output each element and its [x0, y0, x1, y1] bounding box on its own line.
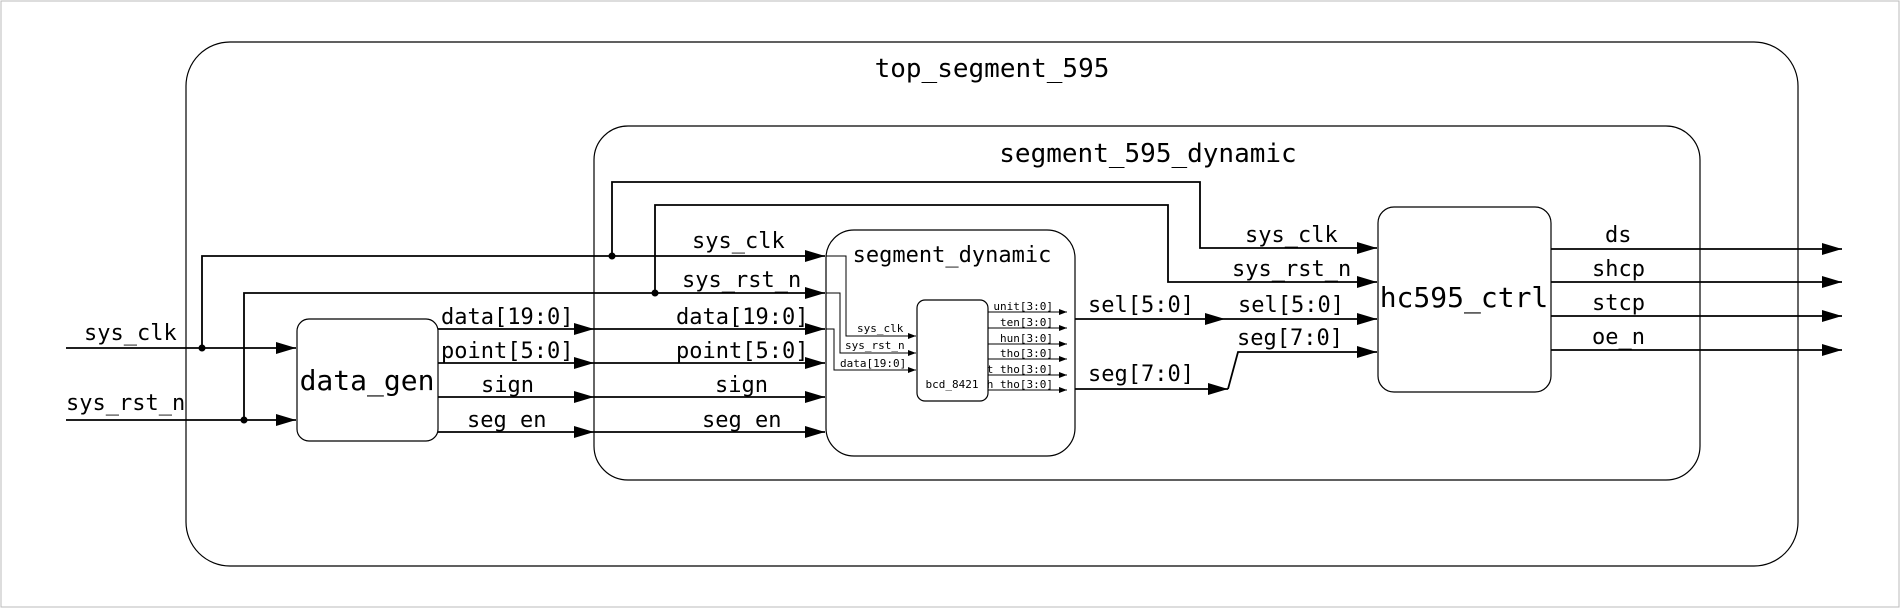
module-dynamic-label: segment_595_dynamic — [999, 139, 1296, 169]
wire-bcd-sys-rst-n — [826, 292, 916, 356]
data-gen-sign-label: sign — [481, 373, 534, 398]
seg-dynamic-sel-label: sel[5:0] — [1088, 293, 1194, 318]
wire-sys-clk-to-hc595 — [611, 181, 1377, 256]
seg-dynamic-point-label: point[5:0] — [676, 339, 808, 364]
input-sys-rst-n-label: sys_rst_n — [66, 391, 185, 416]
module-data-gen — [296, 318, 439, 442]
output-stcp-label: stcp — [1592, 291, 1645, 316]
wire-sys-rst-n-to-seg-dynamic — [243, 287, 825, 420]
bcd-out-h-tho: h_tho[3:0] — [987, 378, 1053, 391]
module-hc595-label: hc595_ctrl — [1380, 281, 1549, 315]
seg-dynamic-seg-en-label: seg_en — [702, 408, 781, 433]
data-gen-data-label: data[19:0] — [441, 305, 573, 330]
module-top-label: top_segment_595 — [875, 54, 1110, 84]
module-bcd-8421 — [916, 299, 989, 402]
bcd-outputs: unit[3:0] ten[3:0] hun[3:0] tho[3:0] t_t… — [987, 300, 1067, 393]
bcd-sys-rst-n-label: sys_rst_n — [845, 339, 905, 352]
input-sys-clk-label: sys_clk — [84, 321, 177, 346]
bcd-out-tho: tho[3:0] — [1000, 347, 1053, 360]
bcd-out-unit: unit[3:0] — [993, 300, 1053, 313]
hc595-sys-rst-n-label: sys_rst_n — [1232, 257, 1351, 282]
bcd-out-t-tho: t_tho[3:0] — [987, 363, 1053, 376]
seg-dynamic-data-label: data[19:0] — [676, 305, 808, 330]
hc595-seg-label: seg[7:0] — [1237, 326, 1343, 351]
output-ds-label: ds — [1605, 223, 1632, 248]
seg-dynamic-sys-clk-label: sys_clk — [692, 229, 785, 254]
output-oe-n-label: oe_n — [1592, 325, 1645, 350]
seg-dynamic-seg-label: seg[7:0] — [1088, 362, 1194, 387]
bcd-data-label: data[19:0] — [840, 357, 906, 370]
wire-bcd-data — [826, 328, 916, 373]
hc595-sel-label: sel[5:0] — [1238, 293, 1344, 318]
data-gen-point-label: point[5:0] — [441, 339, 573, 364]
seg-dynamic-sys-rst-n-label: sys_rst_n — [682, 268, 801, 293]
hc595-sys-clk-label: sys_clk — [1245, 223, 1338, 248]
wire-bcd-sys-clk — [826, 255, 916, 339]
module-bcd-label: bcd_8421 — [926, 378, 979, 391]
output-shcp-label: shcp — [1592, 257, 1645, 282]
wire-sys-rst-n-to-hc595 — [654, 204, 1377, 293]
module-segment-dynamic-label: segment_dynamic — [853, 243, 1052, 268]
module-hc595-ctrl — [1377, 206, 1552, 393]
module-data-gen-label: data_gen — [300, 364, 435, 398]
bcd-out-hun: hun[3:0] — [1000, 332, 1053, 345]
bcd-out-ten: ten[3:0] — [1000, 316, 1053, 329]
wire-seg-to-hc595 — [1227, 346, 1377, 390]
data-gen-seg-en-label: seg_en — [467, 408, 546, 433]
wire-sys-clk-to-seg-dynamic — [201, 250, 825, 348]
seg-dynamic-sign-label: sign — [715, 373, 768, 398]
bcd-sys-clk-label: sys_clk — [857, 322, 904, 335]
